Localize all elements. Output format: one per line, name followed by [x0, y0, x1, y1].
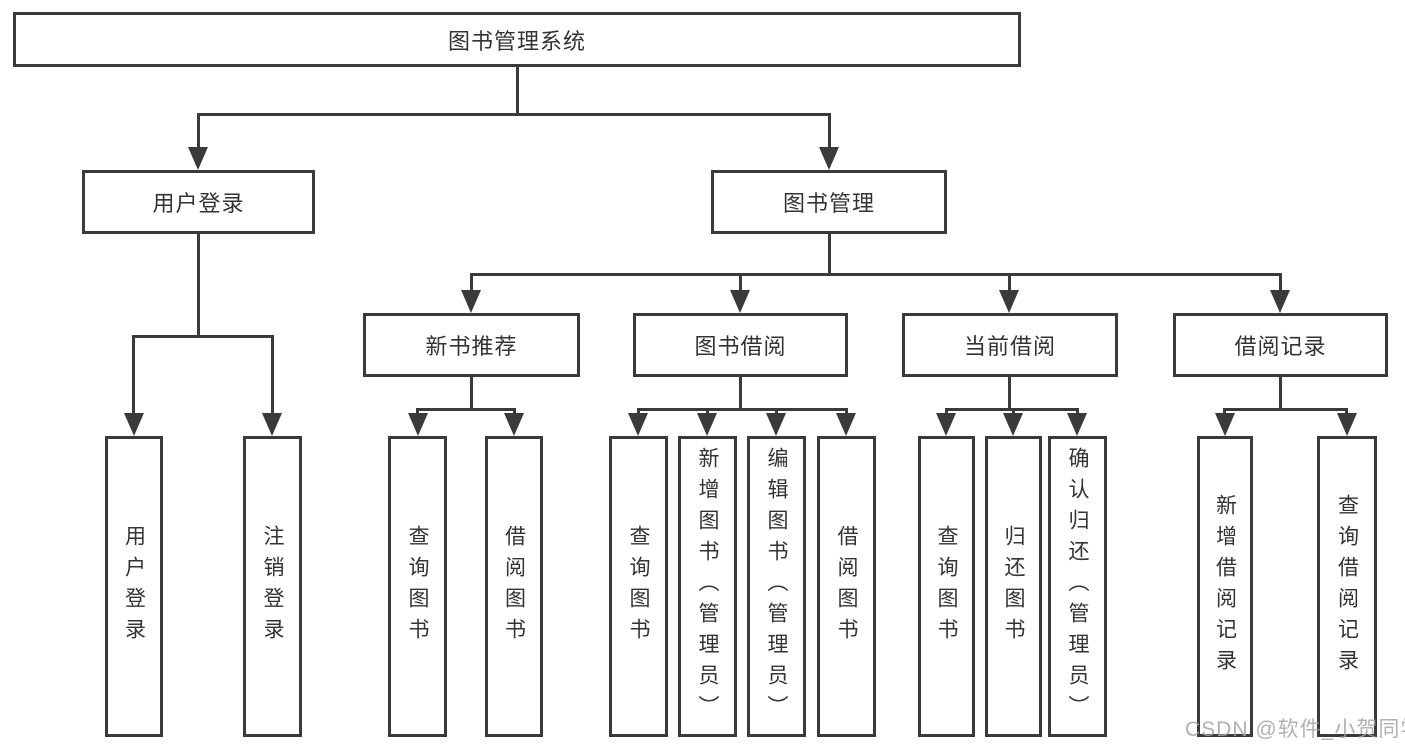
connector-line — [416, 408, 516, 411]
node-user-login: 用户登录 — [82, 170, 315, 234]
leaf-current-return: 归还图书 — [985, 436, 1042, 737]
connector-line — [739, 273, 742, 293]
arrow-down-icon — [766, 413, 786, 436]
leaf-borrowing-borrow: 借阅图书 — [817, 436, 876, 737]
connector-line — [470, 273, 473, 293]
connector-line — [1008, 377, 1011, 411]
connector-line — [1279, 377, 1282, 411]
connector-line — [516, 67, 519, 116]
node-current-borrowing: 当前借阅 — [902, 313, 1118, 377]
arrow-down-icon — [504, 413, 524, 436]
node-book-management-label: 图书管理 — [782, 191, 875, 216]
leaf-newbooks-borrow: 借阅图书 — [485, 436, 543, 737]
arrow-down-icon — [188, 147, 208, 170]
connector-line — [197, 113, 831, 116]
leaf-records-add-label: 新增借阅记录 — [1213, 493, 1237, 680]
node-book-borrowing: 图书借阅 — [633, 313, 848, 377]
leaf-borrowing-edit-admin: 编辑图书（管理员） — [747, 436, 806, 737]
connector-line — [828, 113, 831, 149]
leaf-logout-label: 注销登录 — [261, 524, 284, 649]
connector-line — [470, 377, 473, 411]
arrow-down-icon — [730, 290, 750, 313]
leaf-records-query: 查询借阅记录 — [1317, 436, 1377, 737]
leaf-records-query-label: 查询借阅记录 — [1335, 493, 1359, 680]
arrow-down-icon — [461, 290, 481, 313]
arrow-down-icon — [408, 413, 428, 436]
leaf-borrowing-borrow-label: 借阅图书 — [835, 524, 858, 649]
arrow-down-icon — [1337, 413, 1357, 436]
node-current-borrowing-label: 当前借阅 — [963, 334, 1056, 359]
arrow-down-icon — [628, 413, 648, 436]
connector-line — [637, 408, 848, 411]
connector-line — [197, 234, 200, 338]
connector-line — [828, 234, 831, 276]
leaf-borrowing-add-admin: 新增图书（管理员） — [678, 436, 737, 737]
arrow-down-icon — [836, 413, 856, 436]
connector-line — [1223, 408, 1348, 411]
node-new-book-recommend: 新书推荐 — [363, 313, 580, 377]
arrow-down-icon — [1067, 413, 1087, 436]
leaf-current-confirm-admin: 确认归还（管理员） — [1048, 436, 1107, 737]
node-borrowing-records-label: 借阅记录 — [1234, 334, 1327, 359]
arrow-down-icon — [999, 290, 1019, 313]
leaf-newbooks-query: 查询图书 — [388, 436, 447, 737]
arrow-down-icon — [1270, 290, 1290, 313]
arrow-down-icon — [697, 413, 717, 436]
leaf-newbooks-borrow-label: 借阅图书 — [502, 524, 526, 649]
node-book-management: 图书管理 — [711, 170, 947, 234]
leaf-user-login: 用户登录 — [105, 436, 163, 737]
leaf-borrowing-edit-admin-label: 编辑图书（管理员） — [765, 447, 788, 726]
csdn-watermark: CSDN @软件_小贺同学 — [1185, 718, 1405, 741]
connector-line — [271, 335, 274, 418]
connector-line — [1279, 273, 1282, 293]
node-user-login-label: 用户登录 — [152, 191, 245, 216]
arrow-down-icon — [1215, 413, 1235, 436]
leaf-current-confirm-admin-label: 确认归还（管理员） — [1066, 447, 1089, 726]
leaf-records-add: 新增借阅记录 — [1197, 436, 1253, 737]
node-root-label: 图书管理系统 — [447, 28, 586, 54]
connector-line — [197, 113, 200, 149]
arrow-down-icon — [936, 413, 956, 436]
leaf-borrowing-query: 查询图书 — [609, 436, 668, 737]
connector-line — [1008, 273, 1011, 293]
node-book-borrowing-label: 图书借阅 — [694, 334, 787, 359]
node-root: 图书管理系统 — [13, 12, 1021, 67]
node-new-book-recommend-label: 新书推荐 — [425, 334, 518, 359]
connector-line — [739, 377, 742, 411]
leaf-logout: 注销登录 — [243, 436, 302, 737]
connector-line — [132, 335, 274, 338]
arrow-down-icon — [262, 413, 282, 436]
leaf-current-return-label: 归还图书 — [1002, 524, 1025, 649]
arrow-down-icon — [1003, 413, 1023, 436]
leaf-current-query: 查询图书 — [918, 436, 975, 737]
arrow-down-icon — [819, 147, 839, 170]
leaf-borrowing-add-admin-label: 新增图书（管理员） — [696, 447, 719, 726]
arrow-down-icon — [124, 413, 144, 436]
connector-line — [470, 273, 1282, 276]
leaf-newbooks-query-label: 查询图书 — [406, 524, 429, 649]
leaf-user-login-label: 用户登录 — [122, 524, 146, 649]
node-borrowing-records: 借阅记录 — [1173, 313, 1388, 377]
leaf-current-query-label: 查询图书 — [935, 524, 958, 649]
connector-line — [132, 335, 135, 418]
leaf-borrowing-query-label: 查询图书 — [627, 524, 650, 649]
